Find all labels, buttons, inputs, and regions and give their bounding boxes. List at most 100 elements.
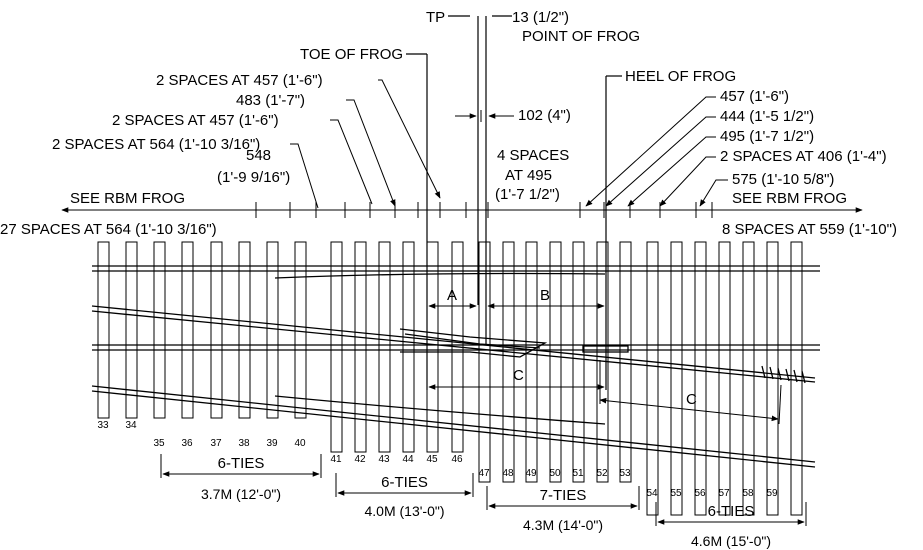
dim-b: B — [540, 287, 550, 304]
left-callout-1: 2 SPACES AT 457 (1'-6") — [156, 72, 323, 89]
tie-number: 56 — [694, 488, 706, 499]
tie — [354, 241, 367, 453]
tie-group-length: 3.7M (12'-0") — [201, 486, 281, 502]
tie-number: 48 — [502, 468, 514, 479]
tie-number: 54 — [646, 488, 658, 499]
tie-number: 37 — [210, 438, 222, 449]
tie-group: 6-TIES 4.6M (15'-0") — [655, 502, 807, 549]
tie-number: 51 — [572, 468, 584, 479]
tie — [670, 241, 683, 516]
heel-bolts — [761, 365, 806, 384]
switch-point-rail — [274, 272, 606, 279]
left-leaders — [290, 79, 441, 209]
dim-c-left: C — [513, 367, 524, 384]
tie-number: 43 — [378, 454, 390, 465]
tie — [619, 241, 632, 483]
tie-number: 40 — [294, 438, 306, 449]
tie-number: 44 — [402, 454, 414, 465]
left-callout-2: 483 (1'-7") — [236, 92, 305, 109]
tie — [525, 241, 538, 483]
reference-lines — [406, 15, 622, 390]
tie — [694, 241, 707, 516]
tie — [294, 241, 307, 419]
tie — [97, 241, 110, 419]
tie-number: 34 — [125, 420, 137, 431]
right-callout-2: 444 (1'-5 1/2") — [720, 108, 814, 125]
spaces-line-1: 4 SPACES — [497, 147, 569, 164]
point-of-frog-dim-label: 13 (1/2") — [512, 9, 569, 26]
tie — [742, 241, 755, 516]
tie-number: 58 — [742, 488, 754, 499]
right-callout-4: 2 SPACES AT 406 (1'-4") — [720, 148, 887, 165]
spaces-line-2: AT 495 — [505, 167, 552, 184]
upper-diverging-rail-inner — [91, 310, 816, 383]
tie-group: 6-TIES 3.7M (12'-0") — [160, 454, 322, 502]
lower-diverging-rail — [91, 385, 816, 463]
tie — [478, 241, 491, 483]
tie — [549, 241, 562, 483]
tie-group-length: 4.6M (15'-0") — [691, 533, 771, 549]
tie-number: 38 — [238, 438, 250, 449]
tie — [181, 241, 194, 419]
tie — [330, 241, 343, 453]
tie — [153, 241, 166, 419]
left-callout-4: 2 SPACES AT 564 (1'-10 3/16") — [52, 136, 260, 153]
left-callout-5: 548 — [246, 147, 271, 164]
lower-diverging-rail-inner — [91, 390, 816, 468]
tie-number: 39 — [266, 438, 278, 449]
tie-group-count: 6-TIES — [218, 455, 265, 472]
dim-c-right: C — [686, 391, 697, 408]
right-leaders — [585, 96, 728, 207]
closure-rail-lower — [274, 395, 606, 425]
tie-number: 50 — [549, 468, 561, 479]
tie-number: 36 — [181, 438, 193, 449]
spaces-line-3: (1'-7 1/2") — [495, 186, 560, 203]
tie — [378, 241, 391, 453]
tie-group-count: 6-TIES — [708, 503, 755, 520]
tie-number: 46 — [451, 454, 463, 465]
tie — [402, 241, 415, 453]
frog-wing — [399, 328, 548, 358]
dim-a: A — [447, 287, 457, 304]
gap-dimension — [455, 110, 514, 122]
tp-label: TP — [426, 9, 445, 26]
tie-number: 47 — [478, 468, 490, 479]
heel-of-frog-label: HEEL OF FROG — [625, 68, 736, 85]
left-callout-3: 2 SPACES AT 457 (1'-6") — [112, 112, 279, 129]
tie-group-count: 6-TIES — [381, 474, 428, 491]
rails — [91, 265, 820, 468]
upper-diverging-rail — [91, 305, 816, 379]
see-rbm-frog-right: SEE RBM FROG — [732, 190, 847, 207]
right-callout-5: 575 (1'-10 5/8") — [732, 171, 834, 188]
point-of-frog-label: POINT OF FROG — [522, 28, 640, 45]
abc-dimensions — [428, 303, 782, 425]
right-callout-1: 457 (1'-6") — [720, 88, 789, 105]
tie-number: 42 — [354, 454, 366, 465]
tie — [266, 241, 279, 419]
tie-number: 35 — [153, 438, 165, 449]
tie-number: 55 — [670, 488, 682, 499]
tie — [718, 241, 731, 516]
tie-number: 33 — [97, 420, 109, 431]
tie — [502, 241, 515, 483]
tie-group-count: 7-TIES — [540, 487, 587, 504]
tie-number: 57 — [718, 488, 730, 499]
tie-number: 49 — [525, 468, 537, 479]
tie — [572, 241, 585, 483]
frog-point — [404, 333, 541, 349]
gap-label: 102 (4") — [518, 107, 571, 124]
tie — [210, 241, 223, 419]
tie-number: 52 — [596, 468, 608, 479]
left-spacing-label: 27 SPACES AT 564 (1'-10 3/16") — [0, 221, 217, 238]
right-spacing-label: 8 SPACES AT 559 (1'-10") — [722, 221, 897, 238]
tie-number: 41 — [330, 454, 342, 465]
dimension-ticks — [255, 202, 713, 218]
tie-number: 59 — [766, 488, 778, 499]
tie — [238, 241, 251, 419]
toe-of-frog-label: TOE OF FROG — [300, 46, 403, 63]
